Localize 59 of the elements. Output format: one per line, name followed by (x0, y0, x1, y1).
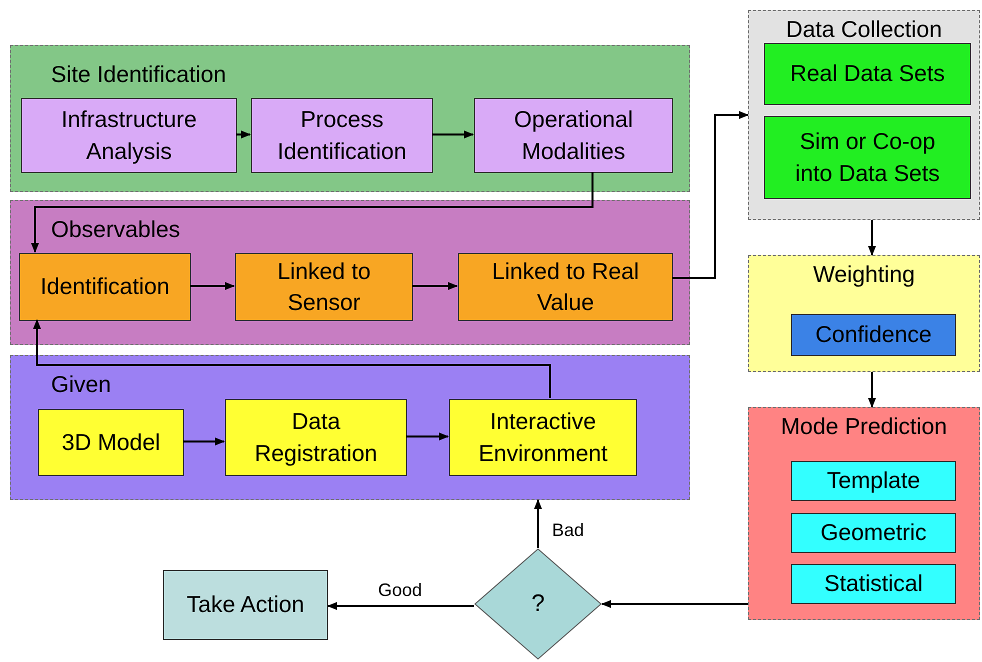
box-label: Sim or Co-op into Data Sets (794, 127, 941, 188)
arrow (33, 319, 551, 398)
box-label: Real Data Sets (790, 59, 945, 88)
group-title: Site Identification (51, 60, 226, 89)
process-box (19, 253, 191, 321)
process-box (764, 116, 971, 199)
arrow (534, 499, 542, 548)
box-label: Linked to Real Value (490, 256, 640, 317)
arrow (601, 600, 748, 608)
process-box (235, 253, 413, 321)
arrow (868, 220, 876, 256)
group-panel (10, 45, 690, 192)
box-label: Data Registration (254, 407, 378, 468)
box-label: 3D Model (62, 428, 160, 457)
process-box (791, 513, 956, 553)
box-label: Linked to Sensor (276, 256, 372, 317)
box-label: Infrastructure Analysis (60, 105, 198, 166)
arrow (406, 432, 449, 440)
process-box (21, 98, 237, 173)
box-label: Confidence (815, 320, 932, 350)
group-title: Observables (51, 215, 180, 244)
arrow (672, 111, 749, 279)
process-box (791, 314, 956, 356)
process-box (791, 461, 956, 501)
arrow (412, 282, 458, 290)
arrow (183, 438, 225, 446)
group-title: Mode Prediction (780, 412, 948, 441)
process-box (38, 409, 184, 476)
box-label: Geometric (820, 518, 927, 548)
process-box (163, 570, 328, 640)
box-label: Interactive Environment (477, 407, 609, 468)
box-label: Identification (40, 272, 170, 302)
group-panel (748, 10, 980, 220)
box-label: Operational Modalities (513, 105, 634, 166)
group-panel (748, 407, 980, 620)
process-box (225, 399, 407, 476)
process-box (791, 564, 956, 604)
process-box (474, 98, 673, 173)
box-label: Take Action (186, 590, 304, 620)
process-box (449, 399, 637, 476)
arrow (868, 372, 876, 408)
arrow (31, 172, 594, 253)
process-box (251, 98, 433, 173)
arrow (432, 130, 474, 138)
box-label: Process Identification (276, 105, 408, 166)
process-box (458, 253, 673, 321)
box-label: Statistical (824, 569, 923, 598)
process-box (764, 43, 971, 105)
decision-text: ? (531, 589, 545, 619)
arrow (236, 130, 251, 138)
group-panel (748, 255, 980, 372)
group-title: Data Collection (785, 15, 943, 44)
group-title: Weighting (812, 260, 916, 289)
box-label: Template (826, 466, 920, 496)
arrow (327, 602, 474, 610)
group-panel (10, 355, 690, 500)
group-title: Given (51, 370, 112, 399)
arrow (190, 282, 235, 290)
group-panel (10, 200, 690, 345)
